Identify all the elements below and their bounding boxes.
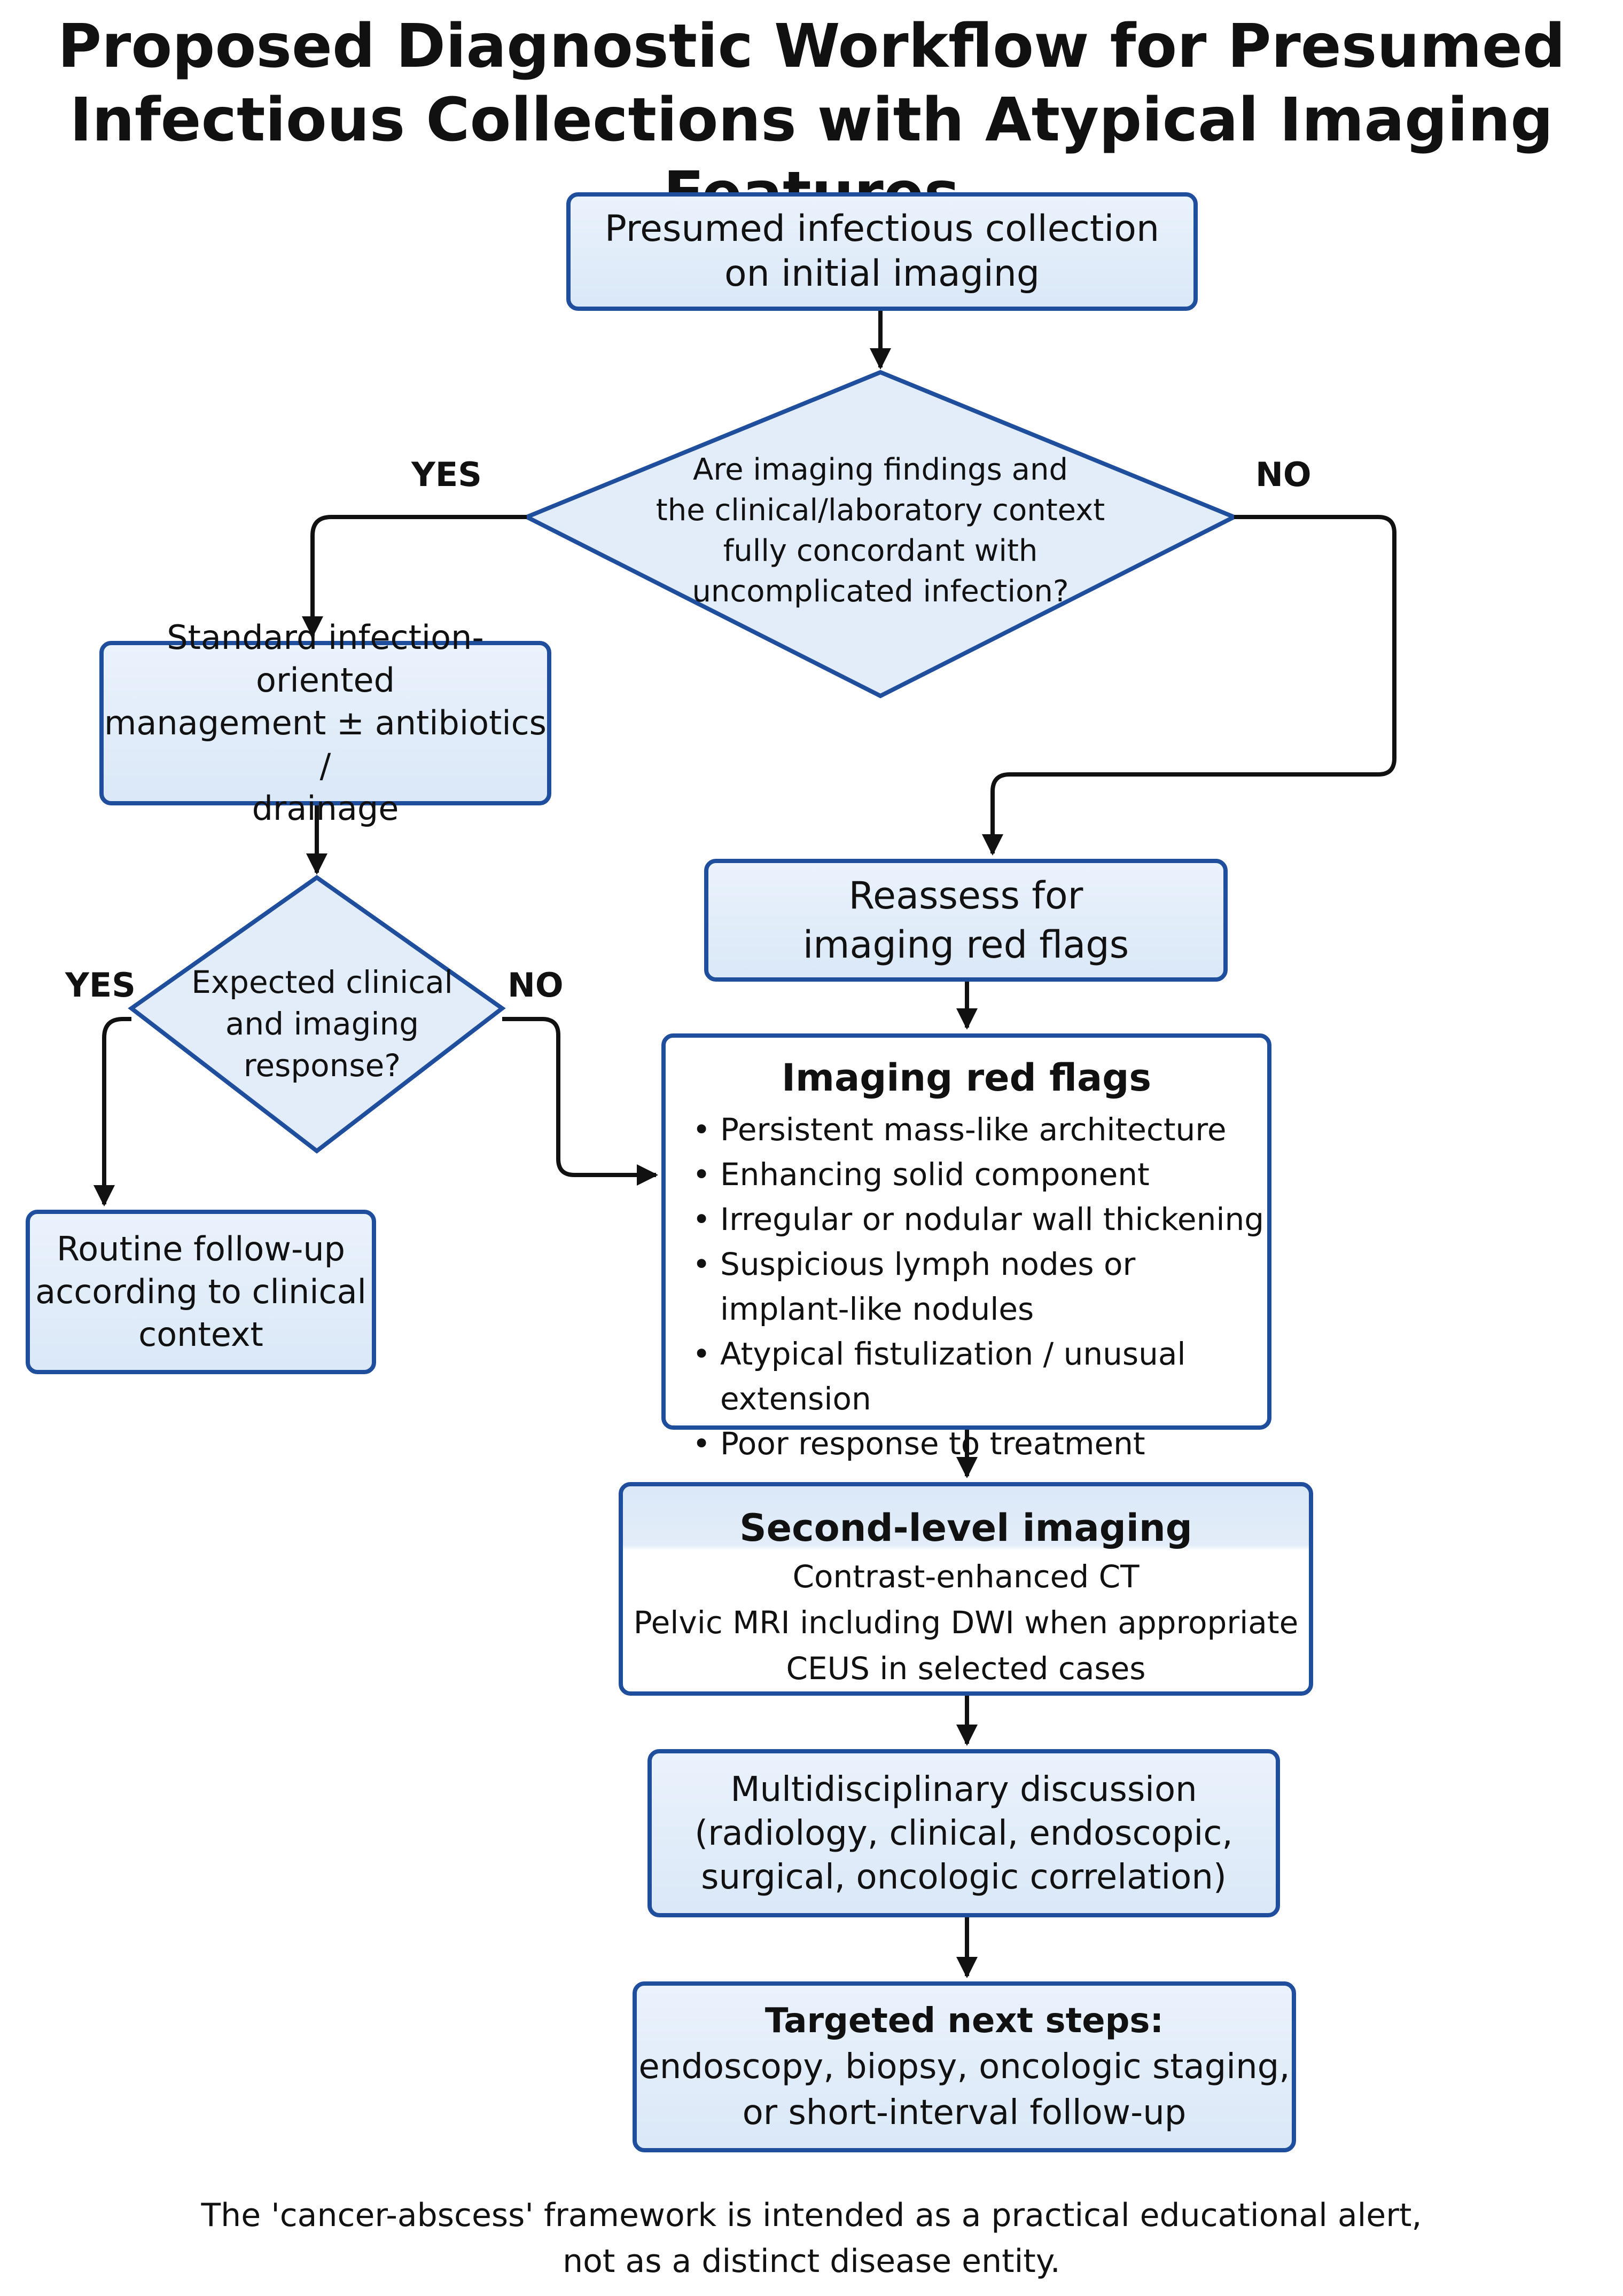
reassess-box: Reassess for imaging red flags — [704, 859, 1228, 982]
start-line-2: on initial imaging — [724, 253, 1040, 295]
red-flag-item: Persistent mass-like architecture — [692, 1107, 1267, 1152]
footer-line-2: not as a distinct disease entity. — [563, 2243, 1060, 2280]
mdt-line-1: Multidisciplinary discussion — [730, 1769, 1197, 1809]
standard-management-box: Standard infection-oriented management ±… — [99, 618, 551, 828]
start-box: Presumed infectious collection on initia… — [566, 192, 1198, 311]
arrow-decision-no — [982, 515, 1396, 856]
next-steps-line-1: Targeted next steps: — [764, 2001, 1164, 2041]
next-steps-line-3: or short-interval follow-up — [742, 2093, 1187, 2133]
arrow-decision2-no — [502, 1017, 658, 1186]
routine-line-1: Routine follow-up — [56, 1229, 346, 1268]
decision-diamond-concordance — [521, 370, 1239, 699]
routine-followup-box: Routine follow-up according to clinical … — [26, 1210, 376, 1374]
decision1-line-2: the clinical/laboratory context — [656, 493, 1105, 528]
footer-note: The 'cancer-abscess' framework is intend… — [0, 2192, 1623, 2284]
arrow-decision2-yes — [93, 1017, 131, 1206]
reassess-line-2: imaging red flags — [802, 923, 1129, 967]
standard-line-3: drainage — [252, 789, 399, 828]
decision2-no-label: NO — [508, 966, 564, 1005]
mdt-line-3: surgical, oncologic correlation) — [701, 1857, 1227, 1897]
second-level-imaging-box: Second-level imaging Contrast-enhanced C… — [619, 1482, 1313, 1696]
footer-line-1: The 'cancer-abscess' framework is intend… — [201, 2197, 1422, 2234]
decision1-line-4: uncomplicated infection? — [692, 574, 1069, 609]
second-level-line-2: Pelvic MRI including DWI when appropriat… — [633, 1604, 1299, 1641]
standard-line-1: Standard infection-oriented — [167, 618, 484, 700]
decision1-yes-label: YES — [411, 455, 482, 494]
diagram-title: Proposed Diagnostic Workflow for Presume… — [0, 10, 1623, 231]
second-level-heading: Second-level imaging — [739, 1506, 1192, 1550]
second-level-line-1: Contrast-enhanced CT — [792, 1558, 1140, 1595]
second-level-line-3: CEUS in selected cases — [786, 1650, 1146, 1687]
red-flags-heading: Imaging red flags — [781, 1056, 1151, 1100]
routine-line-3: context — [138, 1315, 263, 1354]
red-flag-item: Atypical fistulization / unusual extensi… — [692, 1331, 1267, 1421]
title-line-1: Proposed Diagnostic Workflow for Presume… — [58, 12, 1565, 81]
next-steps-line-2: endoscopy, biopsy, oncologic staging, — [638, 2047, 1290, 2087]
red-flag-item: Irregular or nodular wall thickening — [692, 1197, 1267, 1242]
start-line-1: Presumed infectious collection — [604, 208, 1160, 250]
red-flag-item: Enhancing solid component — [692, 1152, 1267, 1197]
decision2-line-3: response? — [243, 1047, 401, 1084]
arrow-decision-yes — [302, 515, 527, 638]
decision2-line-2: and imaging — [225, 1006, 419, 1042]
routine-line-2: according to clinical — [35, 1272, 366, 1311]
next-steps-box: Targeted next steps: endoscopy, biopsy, … — [633, 1981, 1296, 2152]
decision2-line-1: Expected clinical — [191, 964, 453, 1000]
title-line-2: Infectious Collections with Atypical Ima… — [69, 85, 1554, 229]
red-flags-box: Imaging red flags Persistent mass-like a… — [661, 1033, 1271, 1466]
multidisciplinary-box: Multidisciplinary discussion (radiology,… — [647, 1749, 1280, 1917]
mdt-line-2: (radiology, clinical, endoscopic, — [695, 1813, 1233, 1853]
decision2-text: Expected clinical and imaging response? — [178, 961, 466, 1086]
red-flag-item: Poor response to treatment — [692, 1421, 1267, 1466]
decision1-line-1: Are imaging findings and — [693, 452, 1068, 487]
decision1-no-label: NO — [1255, 455, 1312, 494]
reassess-line-1: Reassess for — [848, 874, 1083, 918]
standard-line-2: management ± antibiotics / — [104, 703, 547, 785]
red-flags-list: Persistent mass-like architecture Enhanc… — [666, 1107, 1267, 1466]
decision-diamond-response — [128, 875, 506, 1154]
decision1-text: Are imaging findings and the clinical/la… — [614, 450, 1146, 612]
decision1-line-3: fully concordant with — [723, 534, 1038, 568]
decision2-yes-label: YES — [65, 966, 136, 1005]
